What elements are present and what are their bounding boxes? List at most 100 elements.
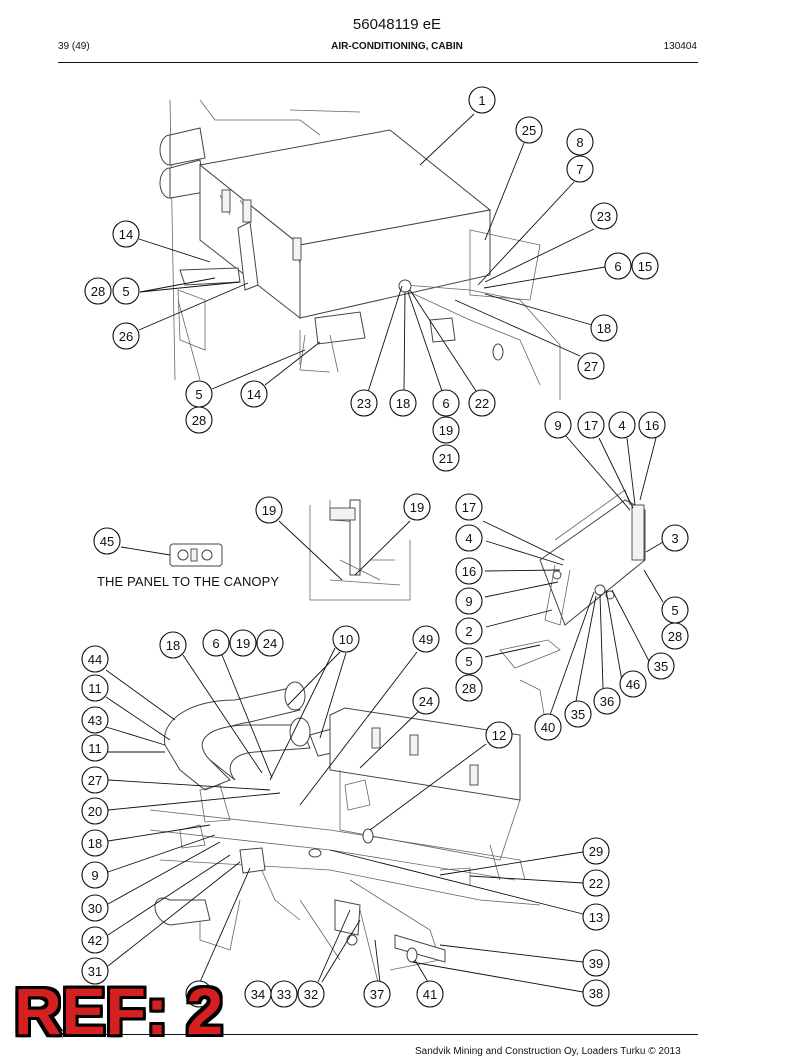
callout-label: 46 <box>192 987 206 1002</box>
callout-27: 27 <box>81 766 109 794</box>
callout-label: 20 <box>88 804 102 819</box>
callout-29: 29 <box>582 837 610 865</box>
callout-label: 24 <box>263 636 277 651</box>
callout-circle <box>468 86 496 114</box>
callout-circle <box>81 766 109 794</box>
callout-4: 4 <box>608 411 636 439</box>
callout-circle <box>455 617 483 645</box>
callout-label: 49 <box>419 632 433 647</box>
callout-circle <box>112 220 140 248</box>
callout-label: 9 <box>465 594 472 609</box>
callout-label: 13 <box>589 910 603 925</box>
callout-14: 14 <box>240 380 268 408</box>
callout-circle <box>604 252 632 280</box>
callout-label: 1 <box>478 93 485 108</box>
callout-1: 1 <box>468 86 496 114</box>
callout-circle <box>81 861 109 889</box>
callout-22: 22 <box>468 389 496 417</box>
callout-circle <box>544 411 572 439</box>
callout-circle <box>432 416 460 444</box>
callout-label: 10 <box>339 632 353 647</box>
callout-circle <box>81 734 109 762</box>
callout-4: 4 <box>455 524 483 552</box>
callout-label: 19 <box>236 636 250 651</box>
callout-label: 27 <box>584 359 598 374</box>
callout-circle <box>590 314 618 342</box>
callout-circle <box>582 979 610 1007</box>
callout-label: 28 <box>668 629 682 644</box>
callout-label: 25 <box>522 123 536 138</box>
callout-label: 46 <box>626 677 640 692</box>
callout-19: 19 <box>229 629 257 657</box>
callout-circle <box>582 837 610 865</box>
callout-44: 44 <box>81 645 109 673</box>
callout-circle <box>582 903 610 931</box>
callout-6: 6 <box>202 629 230 657</box>
callout-49: 49 <box>412 625 440 653</box>
callout-circle <box>185 406 213 434</box>
callout-circle <box>593 687 621 715</box>
callout-label: 23 <box>597 209 611 224</box>
callout-37: 37 <box>363 980 391 1008</box>
callout-circle <box>416 980 444 1008</box>
callout-label: 17 <box>462 500 476 515</box>
callout-label: 45 <box>100 534 114 549</box>
callout-circle <box>350 389 378 417</box>
callout-33: 33 <box>270 980 298 1008</box>
callout-label: 39 <box>589 956 603 971</box>
callout-7: 7 <box>566 155 594 183</box>
callout-19: 19 <box>403 493 431 521</box>
callout-label: 35 <box>571 707 585 722</box>
callout-circle <box>81 706 109 734</box>
callout-35: 35 <box>647 652 675 680</box>
callout-label: 36 <box>600 694 614 709</box>
footer-rule <box>58 1034 698 1035</box>
callout-6: 6 <box>432 389 460 417</box>
callout-21: 21 <box>432 444 460 472</box>
callout-circle <box>631 252 659 280</box>
callout-label: 31 <box>88 964 102 979</box>
callout-24: 24 <box>256 629 284 657</box>
callout-16: 16 <box>455 557 483 585</box>
callout-42: 42 <box>81 926 109 954</box>
callout-18: 18 <box>81 829 109 857</box>
callout-label: 42 <box>88 933 102 948</box>
callout-circle <box>412 687 440 715</box>
callout-label: 8 <box>576 135 583 150</box>
callout-circle <box>485 721 513 749</box>
callout-5: 5 <box>661 596 689 624</box>
callout-circle <box>81 645 109 673</box>
callout-35: 35 <box>564 700 592 728</box>
callout-label: 23 <box>357 396 371 411</box>
callout-label: 27 <box>88 773 102 788</box>
callout-circle <box>638 411 666 439</box>
callout-26: 26 <box>112 322 140 350</box>
callout-label: 5 <box>671 603 678 618</box>
callout-label: 28 <box>462 681 476 696</box>
callout-circle <box>81 894 109 922</box>
callout-18: 18 <box>590 314 618 342</box>
callout-18: 18 <box>159 631 187 659</box>
callout-17: 17 <box>577 411 605 439</box>
callout-circle <box>389 389 417 417</box>
callout-46: 46 <box>185 980 213 1008</box>
side-unit-illustration <box>499 489 646 723</box>
callout-label: 35 <box>654 659 668 674</box>
callout-label: 44 <box>88 652 102 667</box>
callout-31: 31 <box>81 957 109 985</box>
callout-circle <box>81 797 109 825</box>
callout-12: 12 <box>485 721 513 749</box>
callout-label: 19 <box>439 423 453 438</box>
callout-32: 32 <box>297 980 325 1008</box>
callout-25: 25 <box>515 116 543 144</box>
callout-label: 30 <box>88 901 102 916</box>
callout-6: 6 <box>604 252 632 280</box>
callout-30: 30 <box>81 894 109 922</box>
callout-circle <box>240 380 268 408</box>
callout-5: 5 <box>112 277 140 305</box>
callout-circle <box>455 557 483 585</box>
callout-label: 32 <box>304 987 318 1002</box>
callout-41: 41 <box>416 980 444 1008</box>
callout-39: 39 <box>582 949 610 977</box>
callout-circle <box>608 411 636 439</box>
